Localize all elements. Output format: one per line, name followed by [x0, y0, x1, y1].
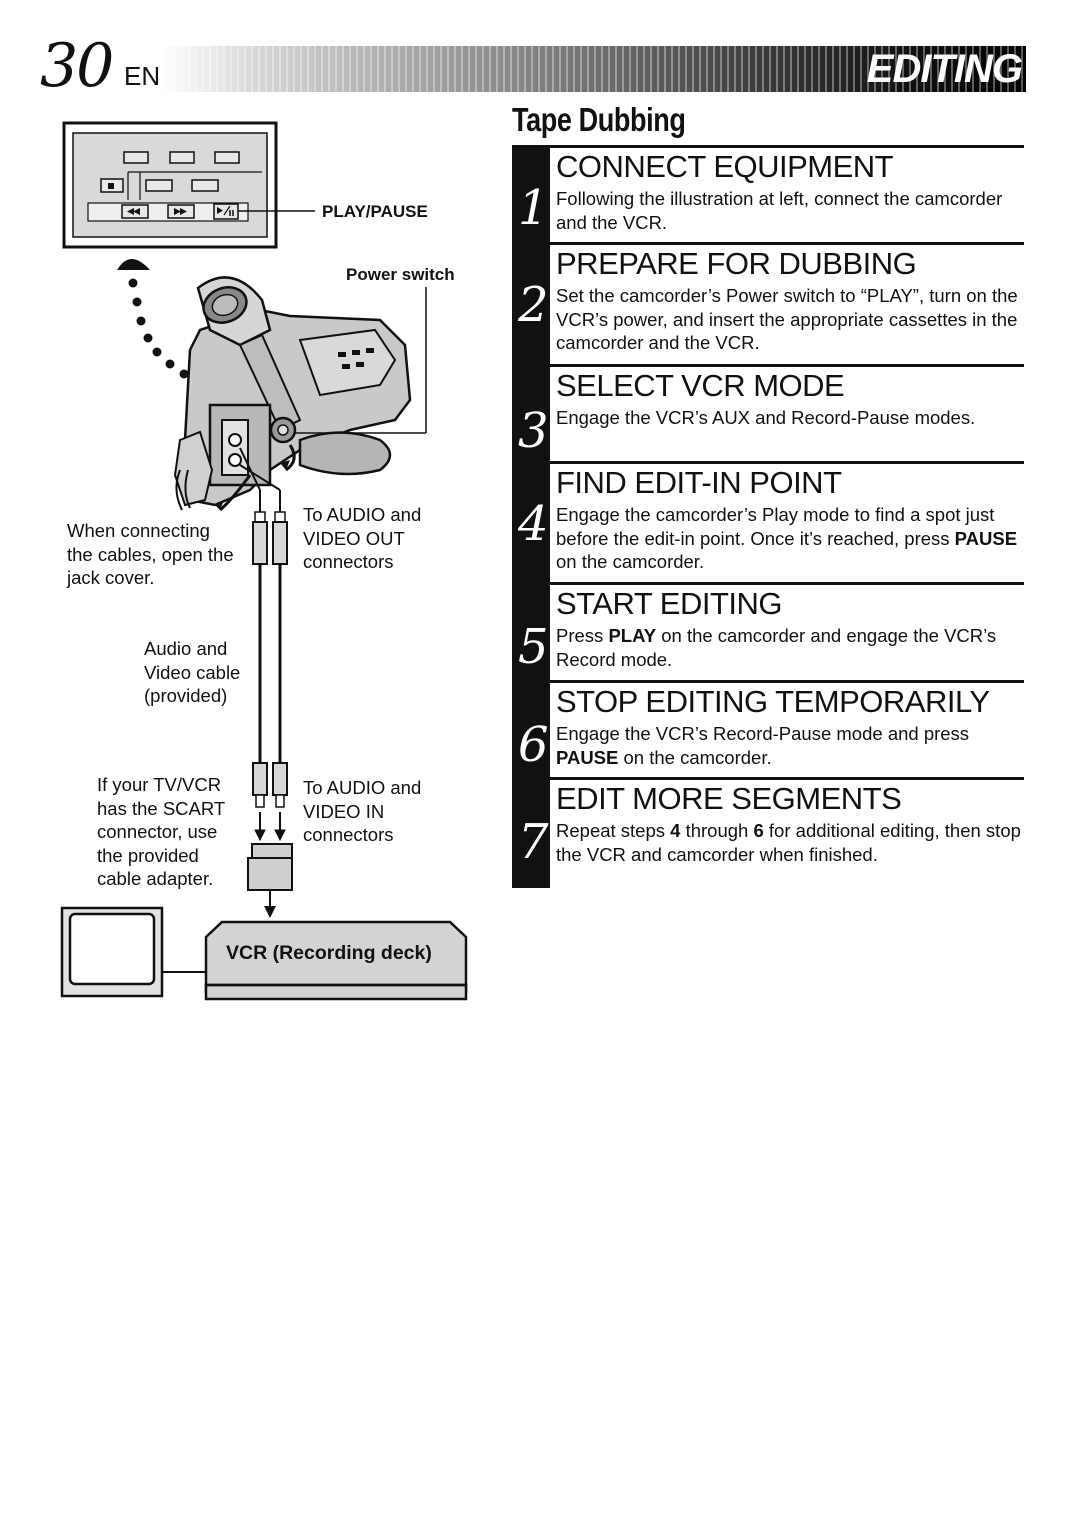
- dubbing-connection-illustration: [60, 121, 468, 1001]
- step-number: 4: [518, 496, 549, 552]
- play-pause-label: PLAY/PAUSE: [322, 202, 428, 221]
- section-title: EDITING: [866, 47, 1023, 91]
- step-heading: START EDITING: [556, 586, 783, 621]
- audio-video-out-label: To AUDIO and VIDEO OUT connectors: [303, 504, 422, 572]
- step-number: 7: [518, 814, 549, 870]
- step-number: 2: [518, 277, 549, 333]
- step-divider: [550, 680, 1024, 683]
- step-text: Following the illustration at left, conn…: [556, 188, 1003, 233]
- step-divider: [550, 242, 1024, 245]
- step-divider: [550, 145, 1024, 148]
- page-number: 30: [40, 31, 114, 101]
- audio-video-cable: [239, 447, 288, 842]
- header-bar-stripes: [160, 46, 1026, 92]
- step-heading: STOP EDITING TEMPORARILY: [556, 684, 990, 719]
- audio-video-in-label: To AUDIO and VIDEO IN connectors: [303, 777, 422, 845]
- step-text: Engage the VCR’s AUX and Record-Pause mo…: [556, 407, 976, 428]
- step-text: Repeat steps 4 through 6 for additional …: [556, 820, 1021, 865]
- scart-adapter: [247, 843, 293, 918]
- step-divider: [550, 777, 1024, 780]
- page-language: EN: [124, 61, 161, 91]
- jack-cover-note: When connecting the cables, open the jac…: [67, 520, 234, 588]
- camcorder: [173, 276, 427, 512]
- step-divider: [550, 364, 1024, 367]
- page-title: Tape Dubbing: [512, 101, 686, 138]
- step-text: Press PLAY on the camcorder and engage t…: [556, 625, 997, 670]
- step-number-strip: [512, 145, 550, 888]
- step-divider: [550, 461, 1024, 464]
- step-heading: EDIT MORE SEGMENTS: [556, 781, 902, 816]
- power-switch-label: Power switch: [346, 265, 455, 284]
- step-heading: FIND EDIT-IN POINT: [556, 465, 842, 500]
- vcr-label: VCR (Recording deck): [226, 942, 432, 964]
- step-text: Set the camcorder’s Power switch to “PLA…: [556, 285, 1018, 353]
- step-number: 6: [518, 717, 549, 773]
- step-number: 3: [518, 403, 549, 459]
- step-text: Engage the camcorder’s Play mode to find…: [556, 504, 1018, 572]
- cable-label: Audio and Video cable (provided): [144, 638, 241, 706]
- scart-note: If your TV/VCR has the SCART connector, …: [97, 774, 226, 889]
- step-divider: [550, 582, 1024, 585]
- step-number: 1: [518, 180, 549, 236]
- step-heading: PREPARE FOR DUBBING: [556, 246, 917, 281]
- step-number: 5: [518, 619, 549, 675]
- vcr-deck: [204, 920, 468, 1001]
- control-panel-inset: [62, 121, 315, 249]
- step-text: Engage the VCR’s Record-Pause mode and p…: [556, 723, 970, 768]
- step-heading: CONNECT EQUIPMENT: [556, 149, 894, 184]
- header-gradient-bar: [160, 46, 1026, 92]
- tv-icon: [60, 906, 207, 998]
- step-heading: SELECT VCR MODE: [556, 368, 845, 403]
